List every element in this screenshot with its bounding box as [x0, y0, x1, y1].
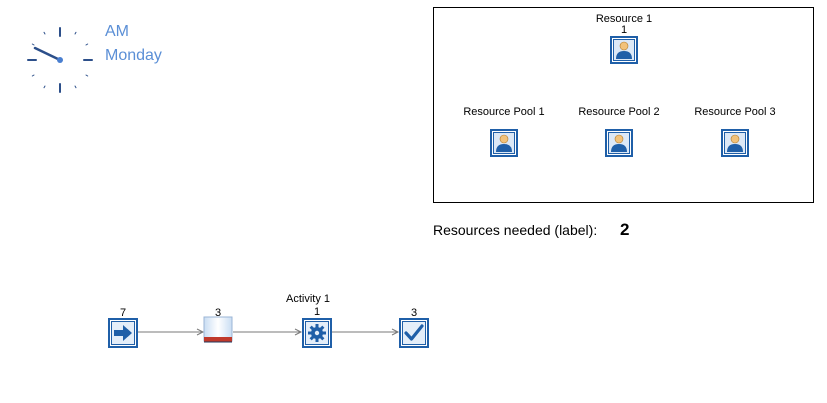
- resource-pool-2-label: Resource Pool 2: [578, 106, 660, 118]
- resource-1[interactable]: Resource 1 1: [584, 13, 664, 67]
- person-icon: [605, 129, 633, 157]
- source-block[interactable]: [108, 318, 138, 348]
- resource-1-label: Resource 1: [595, 13, 653, 25]
- activity-count: 1: [313, 306, 321, 318]
- resource-pool-3-label: Resource Pool 3: [694, 106, 776, 118]
- clock-day: Monday: [105, 47, 162, 64]
- clock-ampm: AM: [105, 23, 129, 40]
- resource-pool-2[interactable]: Resource Pool 2: [569, 106, 669, 160]
- sink-count: 3: [410, 307, 418, 319]
- resource-panel: Resource 1 1 Resource Pool 1 Resource Po…: [433, 7, 814, 203]
- resource-pool-3[interactable]: Resource Pool 3: [685, 106, 785, 160]
- checkmark-icon: [404, 324, 424, 341]
- person-icon: [610, 36, 638, 64]
- resources-needed-label: Resources needed (label):: [433, 222, 598, 238]
- person-icon: [490, 129, 518, 157]
- activity-block[interactable]: [302, 318, 332, 348]
- activity-title: Activity 1: [286, 293, 331, 305]
- queue-block[interactable]: [203, 316, 233, 346]
- source-count: 7: [119, 307, 127, 319]
- resources-needed-value: 2: [620, 220, 630, 239]
- queue-count: 3: [214, 307, 222, 319]
- sink-block[interactable]: [399, 318, 429, 348]
- clock-icon: [27, 27, 93, 93]
- resource-pool-1[interactable]: Resource Pool 1: [454, 106, 554, 160]
- resource-1-count: 1: [620, 24, 628, 36]
- gear-icon: [308, 324, 326, 342]
- resource-pool-1-label: Resource Pool 1: [463, 106, 545, 118]
- person-icon: [721, 129, 749, 157]
